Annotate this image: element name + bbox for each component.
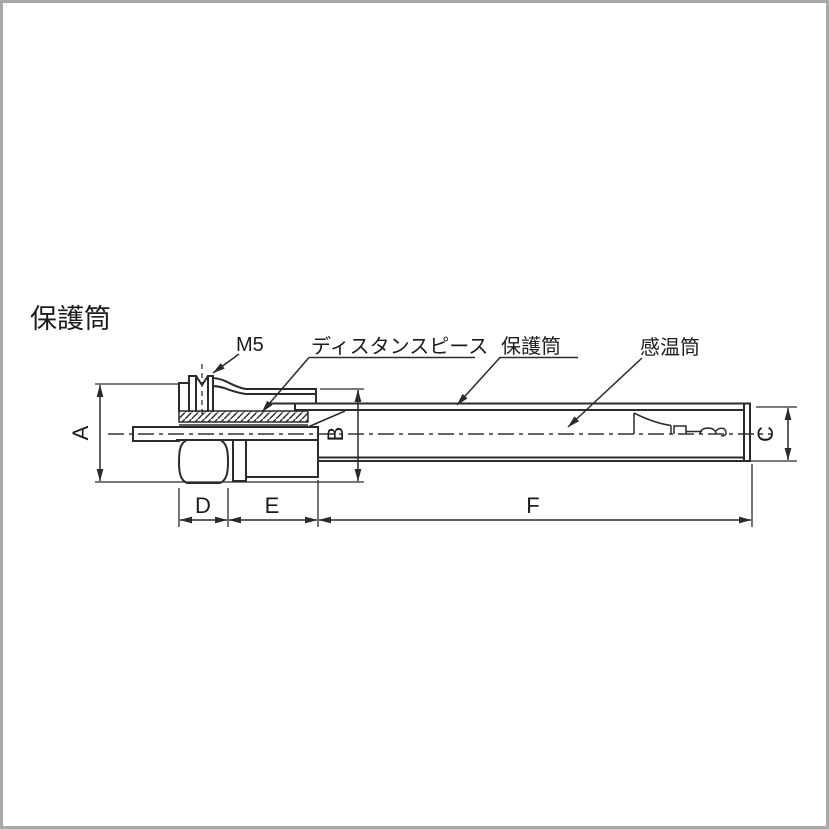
protection-tube-leader-arrow <box>456 356 501 406</box>
fitting-upper-block <box>178 364 317 417</box>
sensing-tube-label: 感温筒 <box>640 336 700 359</box>
hex-nut <box>177 439 230 484</box>
label-sensing-tube: 感温筒 <box>567 336 700 428</box>
m5-leader-arrow <box>212 353 240 374</box>
capillary-tube-left <box>132 426 319 442</box>
protection-tube-label: 保護筒 <box>501 335 561 358</box>
dim-a-label: A <box>68 425 93 440</box>
sensing-element <box>633 412 727 437</box>
label-protection-tube: 保護筒 <box>456 335 578 406</box>
dim-d-label: D <box>195 493 211 518</box>
sensing-tube-leader-arrow <box>567 357 643 428</box>
dim-c-label: C <box>753 426 778 442</box>
fitting-body <box>176 426 319 482</box>
dim-f-label: F <box>526 493 539 518</box>
distance-piece <box>178 410 346 428</box>
dimension-f: F <box>318 464 753 527</box>
dimension-d: D <box>178 488 229 527</box>
dim-e-label: E <box>265 493 280 518</box>
label-m5: M5 <box>212 334 264 374</box>
dimension-a: A <box>68 383 364 483</box>
label-distance-piece: ディスタンスピース <box>261 335 488 413</box>
dimension-b: B <box>320 388 364 482</box>
dim-b-label: B <box>323 427 348 442</box>
technical-drawing: 保護筒 <box>30 304 797 527</box>
dimension-e: E <box>228 480 319 527</box>
m5-label: M5 <box>236 334 264 356</box>
distance-piece-leader-arrow <box>261 357 310 413</box>
protection-tube <box>267 402 751 462</box>
page-title: 保護筒 <box>30 304 111 334</box>
distance-piece-label: ディスタンスピース <box>311 335 488 358</box>
dimension-c: C <box>750 406 797 462</box>
